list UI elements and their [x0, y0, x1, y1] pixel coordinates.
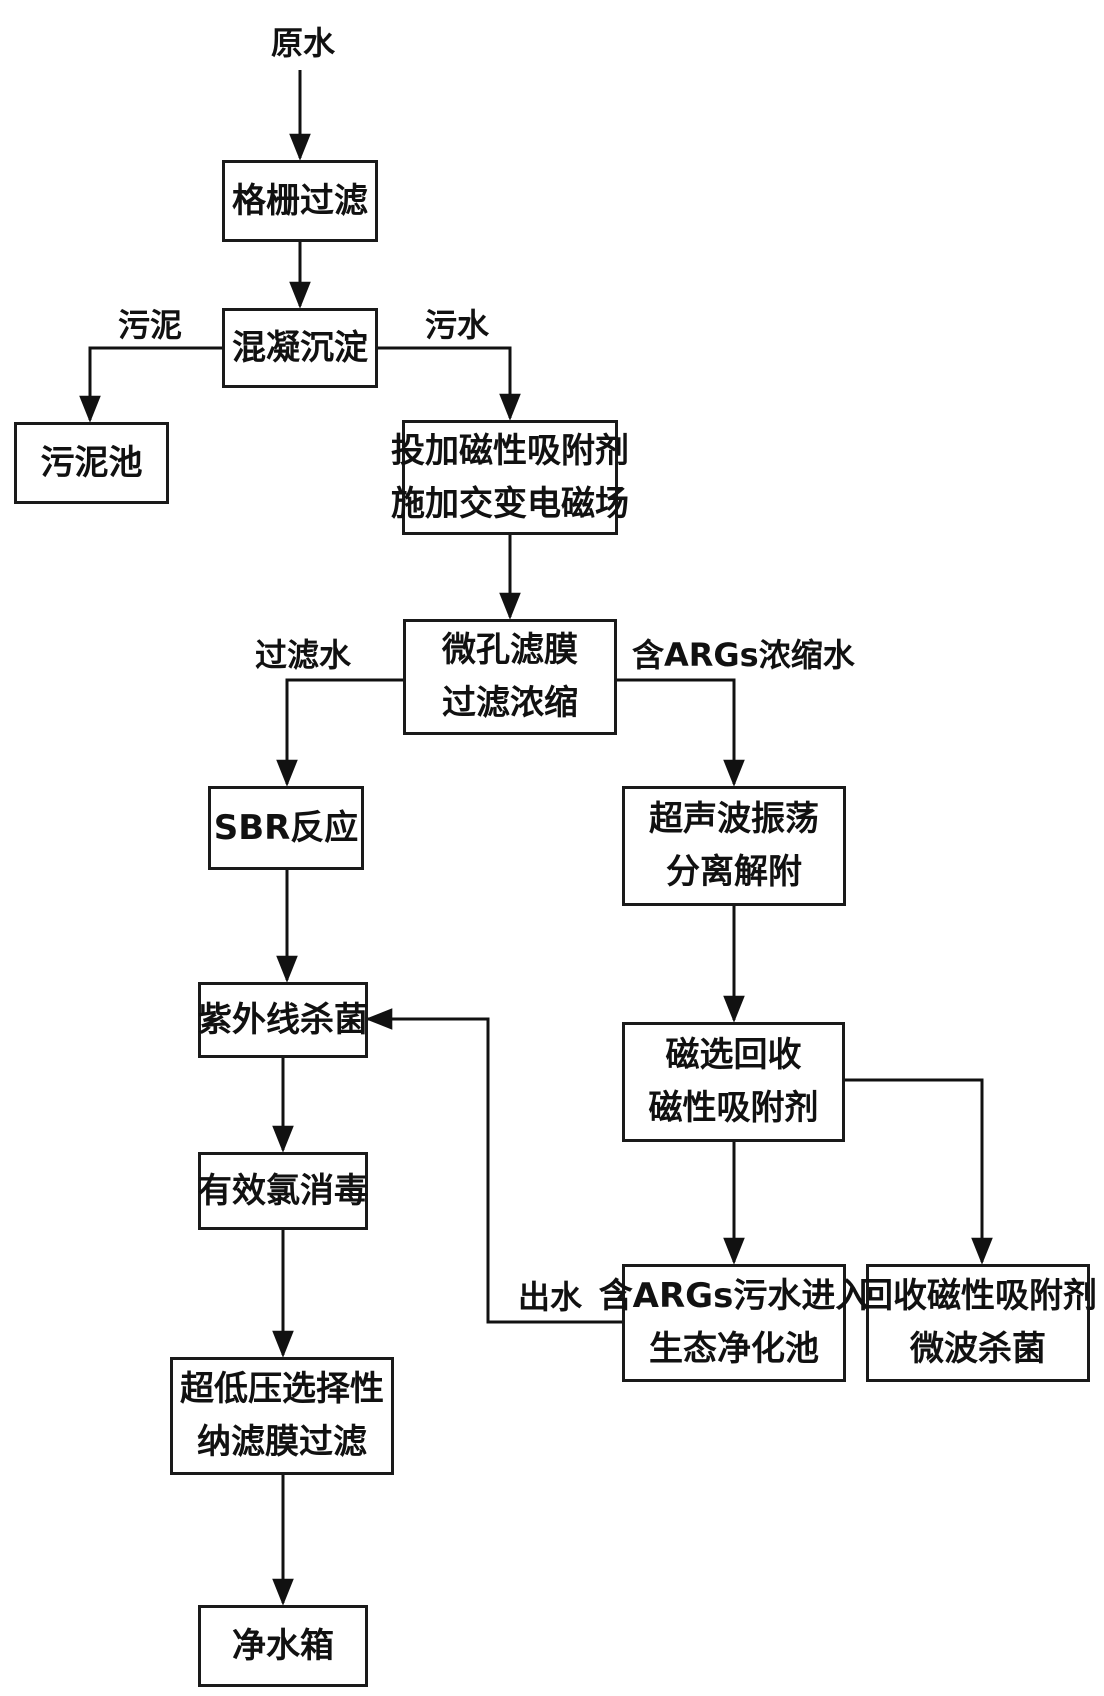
- eco-pool-box: 含ARGs污水进入 生态净化池: [599, 1264, 869, 1382]
- uv-box: 紫外线杀菌: [198, 982, 368, 1058]
- clean-tank-text: 净水箱: [232, 1625, 334, 1666]
- ultrasonic-line2: 分离解附: [666, 852, 802, 892]
- eco-pool-line1: 含ARGs污水进入: [598, 1276, 870, 1317]
- sbr-box: SBR反应: [208, 786, 364, 870]
- chlorine-box: 有效氯消毒: [198, 1152, 368, 1230]
- uv-text: 紫外线杀菌: [198, 999, 368, 1040]
- magnetic-add-line2: 施加交变电磁场: [391, 483, 629, 524]
- args-concentrate-edge-label: 含ARGs浓缩水: [632, 636, 855, 674]
- sludge-tank-box: 污泥池: [14, 422, 169, 504]
- eco-pool-line2: 生态净化池: [649, 1329, 819, 1369]
- arrow-settle-to-magnetic: [378, 346, 521, 421]
- recycle-line1: 回收磁性吸附剂: [859, 1276, 1097, 1317]
- chlorine-text: 有效氯消毒: [198, 1170, 368, 1211]
- settle-text: 混凝沉淀: [232, 327, 368, 368]
- nanofilter-line1: 超低压选择性: [180, 1369, 384, 1410]
- arrow-microfilter-to-ultrasonic: [617, 678, 745, 787]
- outflow-edge-label: 出水: [518, 1278, 583, 1316]
- clean-tank-box: 净水箱: [198, 1605, 368, 1687]
- filtered-water-edge-label: 过滤水: [255, 636, 352, 674]
- arrow-eco-to-uv: [365, 1008, 622, 1324]
- microfilter-box: 微孔滤膜 过滤浓缩: [403, 619, 617, 735]
- magnetic-recover-line2: 磁性吸附剂: [648, 1088, 819, 1128]
- sewage-edge-label: 污水: [425, 306, 490, 344]
- arrow-microfilter-to-sbr: [276, 678, 403, 787]
- magnetic-add-box: 投加磁性吸附剂 施加交变电磁场: [391, 420, 629, 535]
- magnetic-add-line1: 投加磁性吸附剂: [391, 430, 629, 471]
- nanofilter-box: 超低压选择性 纳滤膜过滤: [170, 1357, 394, 1475]
- nanofilter-line2: 纳滤膜过滤: [197, 1422, 367, 1462]
- ultrasonic-box: 超声波振荡 分离解附: [622, 786, 846, 906]
- microfilter-line2: 过滤浓缩: [442, 683, 578, 723]
- raw-water-label: 原水: [271, 24, 336, 62]
- arrow-settle-to-sludge: [79, 346, 222, 423]
- screen-filter-text: 格栅过滤: [232, 180, 368, 221]
- magnetic-recover-line1: 磁选回收: [665, 1035, 802, 1076]
- settle-box: 混凝沉淀: [222, 308, 378, 388]
- arrow-recover-to-recycle: [845, 1078, 993, 1265]
- sbr-text: SBR反应: [213, 807, 359, 848]
- magnetic-recover-box: 磁选回收 磁性吸附剂: [622, 1022, 845, 1142]
- sludge-edge-label: 污泥: [118, 306, 183, 344]
- ultrasonic-line1: 超声波振荡: [649, 799, 819, 840]
- sludge-tank-text: 污泥池: [40, 442, 143, 483]
- screen-filter-box: 格栅过滤: [222, 160, 378, 242]
- recycle-line2: 微波杀菌: [910, 1329, 1046, 1369]
- microfilter-line1: 微孔滤膜: [442, 630, 578, 671]
- recycle-box: 回收磁性吸附剂 微波杀菌: [859, 1264, 1097, 1382]
